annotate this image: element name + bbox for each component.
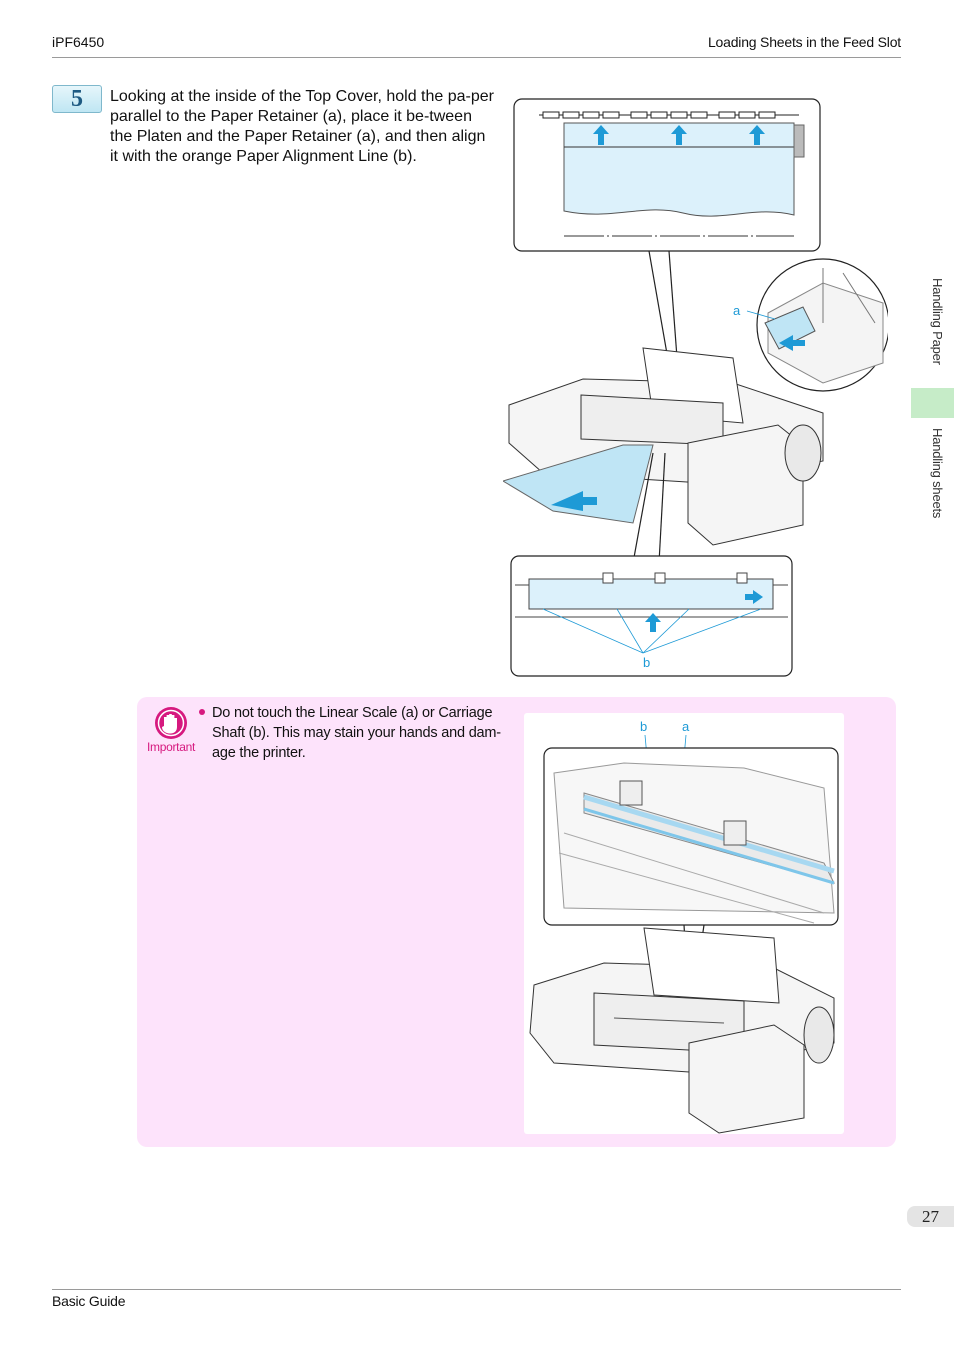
printer-top-view xyxy=(529,927,835,1134)
paper-retainer-callout xyxy=(756,258,888,392)
bottom-callout-detail xyxy=(510,555,793,677)
step-instruction: Looking at the inside of the Top Cover, … xyxy=(110,88,494,165)
top-callout-detail xyxy=(513,98,821,252)
header-divider xyxy=(52,57,901,58)
header-model: iPF6450 xyxy=(52,34,105,50)
carriage-shaft-label-b: b xyxy=(640,719,647,734)
side-tab-marker xyxy=(911,388,954,418)
alignment-line-label-b: b xyxy=(643,655,650,670)
linear-scale-figure: b a xyxy=(529,719,839,1134)
page-number: 27 xyxy=(907,1206,954,1227)
header-section-title: Loading Sheets in the Feed Slot xyxy=(707,34,901,50)
important-item: Do not touch the Linear Scale (a) or Car… xyxy=(198,703,504,763)
hand-stop-icon xyxy=(155,707,187,739)
important-label: Important xyxy=(147,740,195,754)
side-tab-chapter[interactable]: Handling Paper xyxy=(930,278,945,365)
footer-divider xyxy=(52,1289,901,1290)
printer-illustration xyxy=(503,347,824,564)
bullet-icon xyxy=(199,709,205,715)
linear-scale-label-a: a xyxy=(682,719,690,734)
printer-paper-insert-figure: a b xyxy=(503,93,888,681)
inner-detail-callout xyxy=(543,747,839,926)
step-number-badge: 5 xyxy=(52,85,102,113)
important-list: Do not touch the Linear Scale (a) or Car… xyxy=(198,703,504,763)
footer-title: Basic Guide xyxy=(52,1293,126,1309)
retainer-label-a: a xyxy=(733,303,741,318)
side-tab-section[interactable]: Handling sheets xyxy=(930,428,945,519)
